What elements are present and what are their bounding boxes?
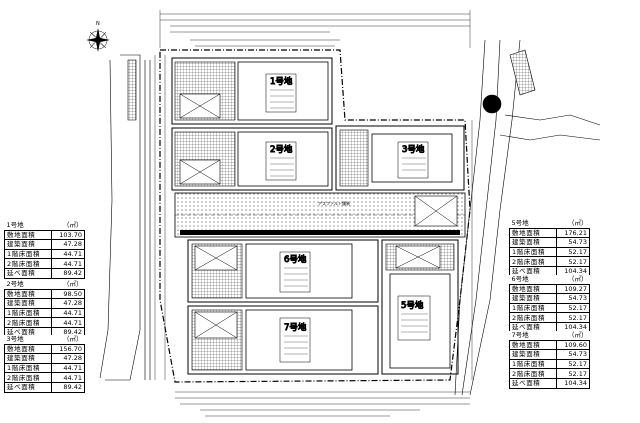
table-unit: （㎡） — [63, 335, 83, 344]
site-outline — [159, 49, 471, 383]
table-title: 7号地 — [511, 331, 529, 340]
north-arrow-icon: N — [86, 21, 110, 52]
side-dimension-lines — [154, 55, 473, 380]
table-title: 5号地 — [511, 219, 529, 228]
table-unit: （㎡） — [63, 221, 83, 230]
table-unit: （㎡） — [63, 280, 83, 289]
table-title: 3号地 — [6, 335, 24, 344]
lot-7: 7号地 — [187, 305, 379, 375]
lot-3: 3号地 — [335, 125, 465, 227]
lot-2: 2号地 — [171, 127, 333, 191]
road-label: アスファルト舗装 — [318, 200, 350, 206]
lot-3-label: 3号地 — [402, 144, 425, 155]
table-unit: （㎡） — [568, 331, 588, 340]
north-label: N — [96, 21, 100, 27]
lot-5: 5号地 — [381, 239, 459, 375]
lot-2-label: 2号地 — [270, 144, 293, 155]
lot-5-label: 5号地 — [401, 300, 424, 311]
left-boundary — [99, 54, 151, 381]
table-title: 1号地 — [6, 221, 24, 230]
lot-6-label: 6号地 — [284, 254, 307, 265]
bottom-dimension-lines — [175, 391, 470, 417]
right-road — [454, 39, 601, 396]
table-title: 2号地 — [6, 280, 24, 289]
top-dimension-lines — [159, 10, 471, 48]
lot-1: 1号地 — [171, 57, 333, 125]
lot-1-label: 1号地 — [270, 76, 293, 87]
table-unit: （㎡） — [568, 219, 588, 228]
lot-7-label: 7号地 — [284, 322, 307, 333]
table-title: 6号地 — [511, 275, 529, 284]
lot-6: 6号地 — [187, 239, 379, 303]
table-unit: （㎡） — [568, 275, 588, 284]
